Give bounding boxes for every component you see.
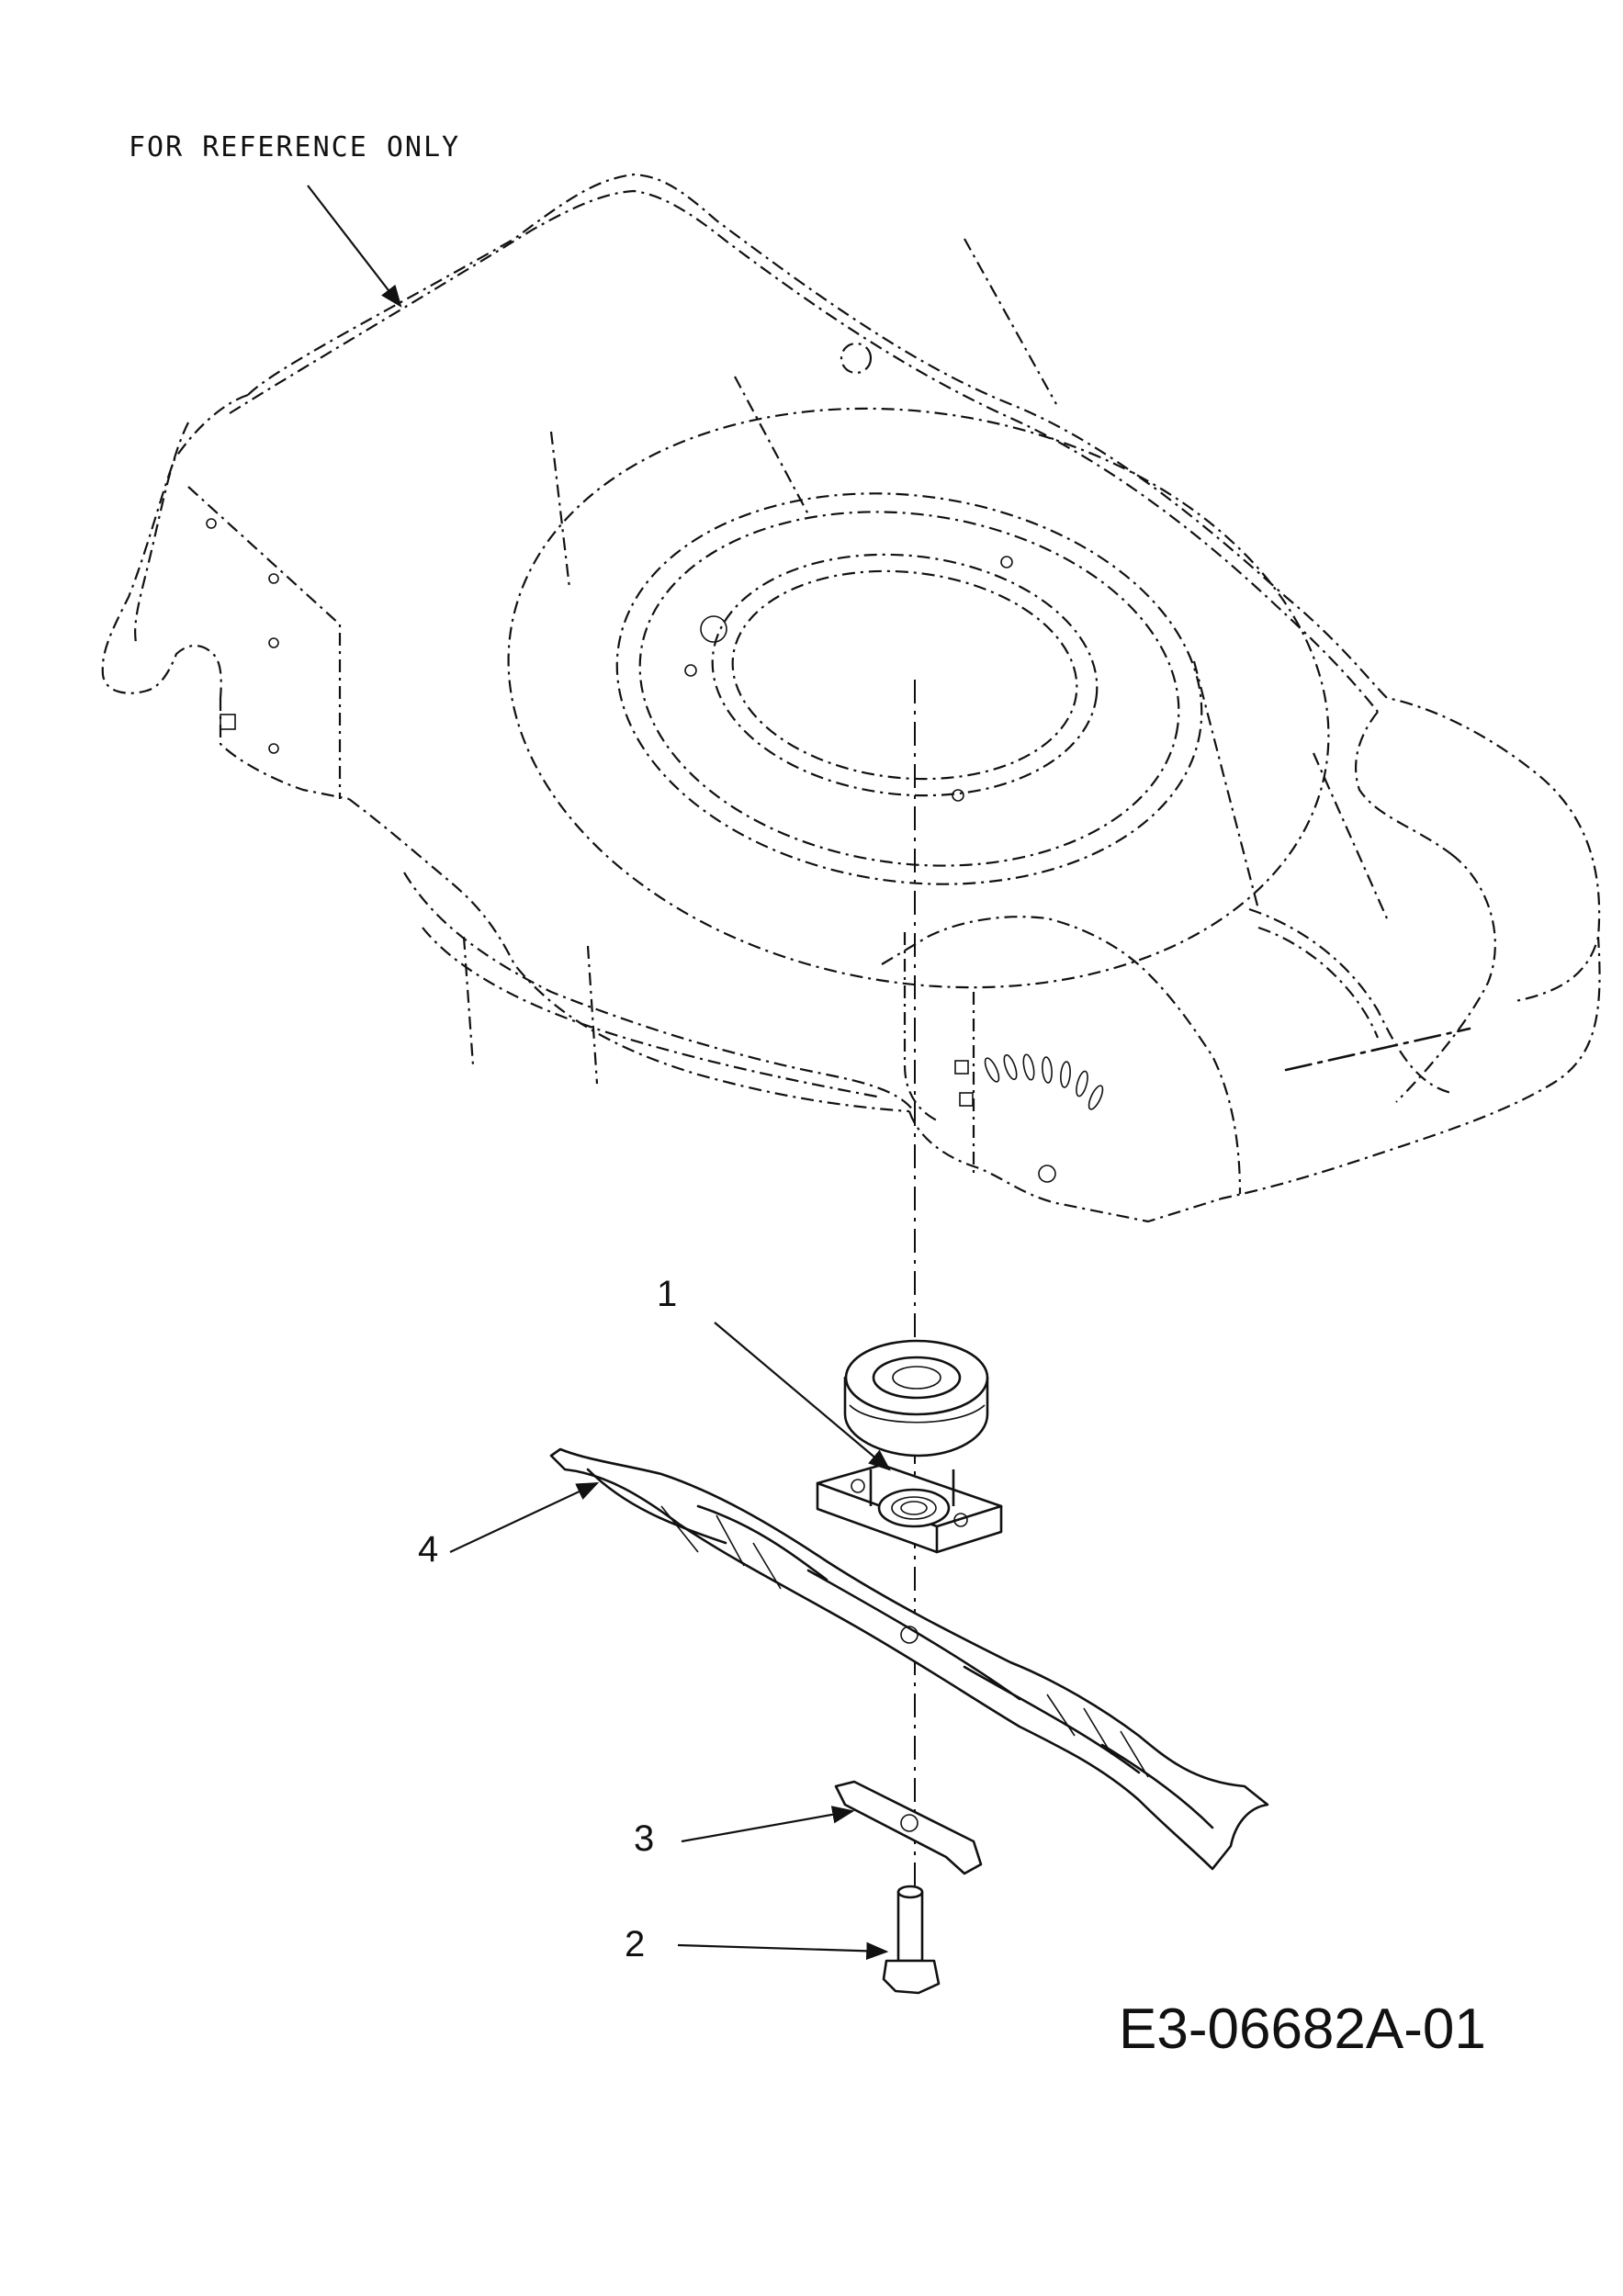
leader-2 [677,1941,889,1961]
callout-4: 4 [418,1529,438,1570]
vent-slots [984,1053,1104,1110]
blade-bracket [834,1780,983,1875]
mower-deck [101,173,1601,1223]
leader-4 [449,1481,600,1553]
blade-adapter [816,1339,1003,1554]
blade-bolt [882,1885,941,1995]
callout-1: 1 [657,1274,677,1314]
leader-1 [714,1322,891,1471]
drawing-id: E3-06682A-01 [1119,1998,1486,2061]
leader-3 [681,1806,855,1843]
reference-leader [307,185,402,308]
callout-2: 2 [625,1924,645,1964]
callout-3: 3 [634,1818,654,1859]
mower-blade [549,1447,1269,1871]
reference-note: FOR REFERENCE ONLY [129,131,460,163]
